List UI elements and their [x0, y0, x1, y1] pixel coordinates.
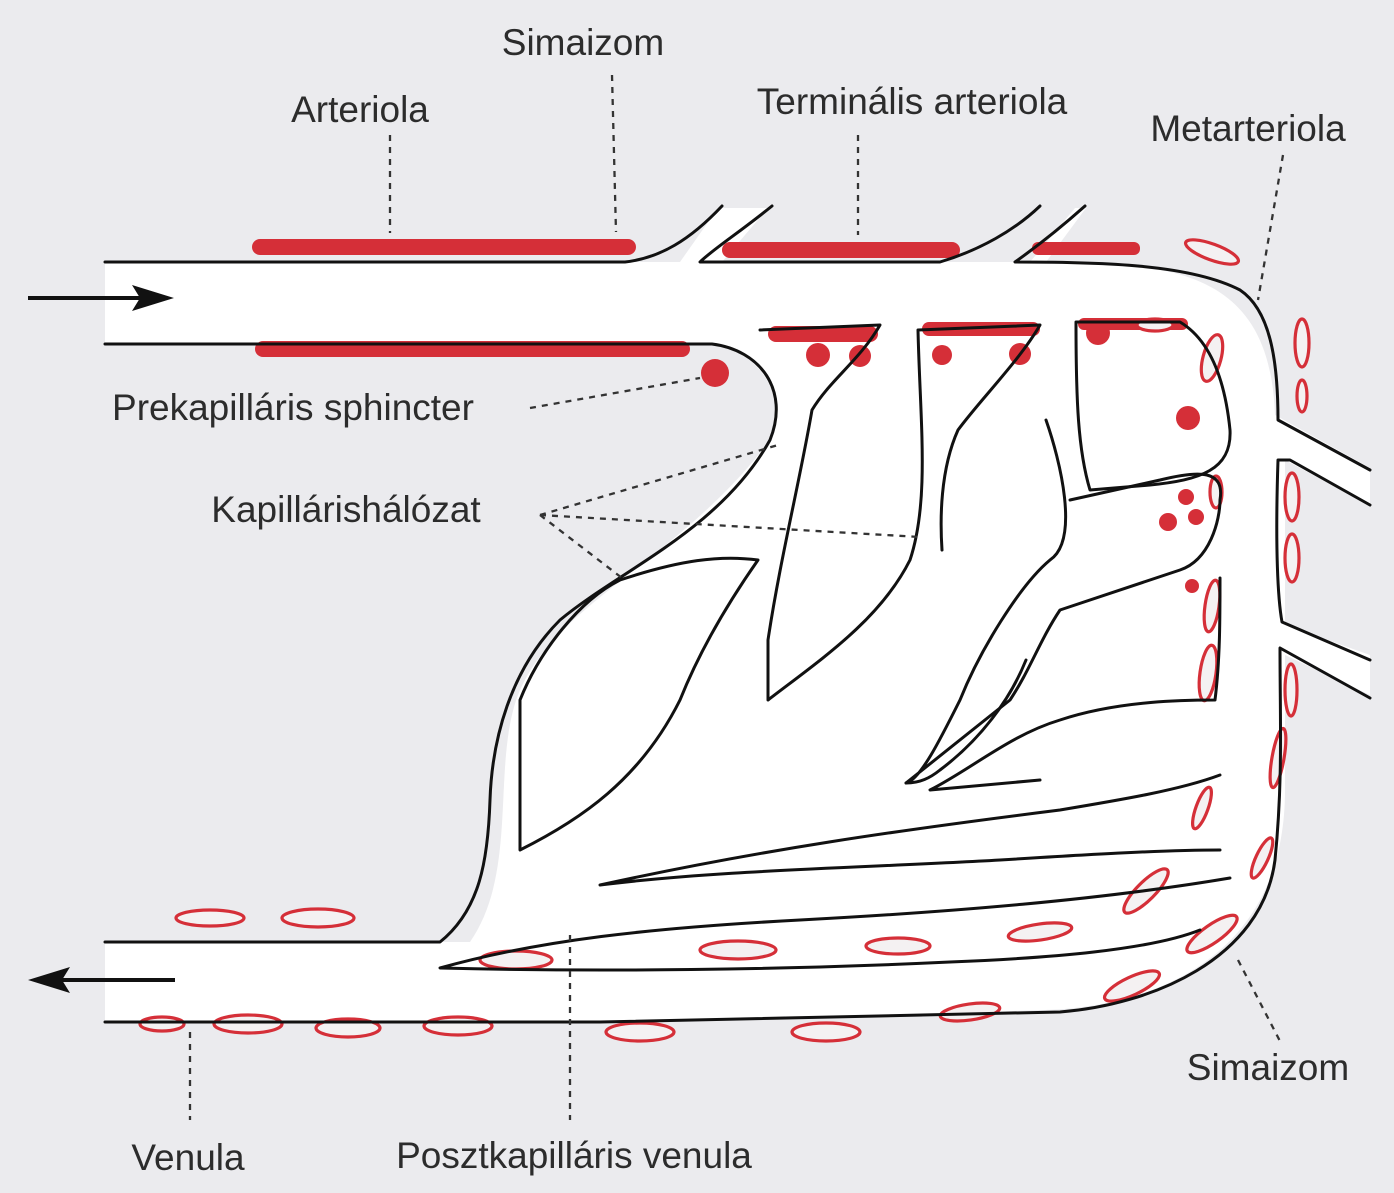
leader-simaizom-top — [612, 75, 616, 232]
muscle-cell — [606, 1023, 674, 1041]
label-arteriola: Arteriola — [291, 89, 429, 130]
sphincter-dot — [1188, 509, 1204, 525]
leader-prekapillaris — [530, 378, 700, 408]
muscle-cell — [480, 951, 552, 969]
label-venula: Venula — [131, 1137, 245, 1178]
terminal-arteriola-muscle — [722, 242, 960, 258]
leader-simaizom-bottom — [1238, 960, 1282, 1045]
muscle-cell — [214, 1015, 282, 1033]
sphincter-dot — [1178, 489, 1194, 505]
sphincter-dot — [1176, 406, 1200, 430]
muscle-cell — [1285, 534, 1299, 582]
muscle-cell — [1183, 235, 1241, 269]
muscle-cell — [424, 1017, 492, 1035]
vessel-lumen — [105, 208, 1370, 1022]
leader-metarteriola — [1258, 155, 1283, 300]
muscle-cell — [1285, 473, 1299, 521]
muscle-cell — [176, 910, 244, 926]
sphincter-dot — [1185, 579, 1199, 593]
muscle-cell — [1297, 380, 1307, 412]
muscle-cell — [282, 909, 354, 927]
sphincter-dot — [1086, 321, 1110, 345]
muscle-cell — [1295, 319, 1309, 367]
sphincter-dot — [701, 359, 729, 387]
label-simaizom-top: Simaizom — [502, 22, 664, 63]
muscle-cell — [792, 1023, 860, 1041]
sphincter-dot — [932, 345, 952, 365]
sphincter-dot — [806, 343, 830, 367]
label-metarteriola: Metarteriola — [1150, 108, 1346, 149]
muscle-cell — [1285, 664, 1297, 716]
leader-kapillaris-3 — [540, 515, 622, 578]
label-simaizom-bottom: Simaizom — [1187, 1047, 1349, 1088]
arteriola-muscle-top — [252, 239, 636, 255]
label-terminalis-arteriola: Terminális arteriola — [757, 81, 1068, 122]
metarteriola-muscle — [1032, 242, 1140, 255]
label-posztkapillaris-venula: Posztkapilláris venula — [396, 1135, 752, 1176]
muscle-cell — [866, 938, 930, 954]
muscle-cell — [700, 941, 776, 959]
sphincter-dot — [1159, 513, 1177, 531]
label-kapillarishalozat: Kapillárishálózat — [211, 489, 481, 530]
label-prekapillaris-sphincter: Prekapilláris sphincter — [112, 387, 474, 428]
muscle-cell — [140, 1017, 184, 1031]
